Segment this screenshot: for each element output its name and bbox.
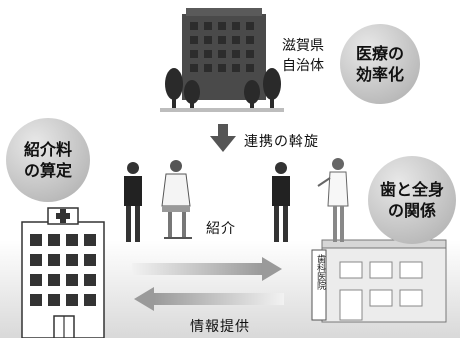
referral-fee-bubble: 紹介料 の算定 <box>6 118 90 202</box>
down-arrow-icon <box>210 124 236 152</box>
teeth-body-bubble: 歯と全身 の関係 <box>368 156 456 244</box>
referral-arrow-icon <box>132 257 282 281</box>
coordination-label: 連携の斡旋 <box>244 134 319 150</box>
patient-figure-right <box>272 162 290 242</box>
government-label-line2: 自治体 <box>282 58 324 74</box>
referral-fee-bubble-line1: 紹介料 <box>23 140 72 159</box>
info-provision-arrow-icon <box>134 287 284 311</box>
government-label-line1: 滋賀県 <box>282 38 324 54</box>
referral-fee-bubble-line2: の算定 <box>23 161 72 180</box>
efficiency-bubble-line2: 効率化 <box>355 65 404 84</box>
efficiency-bubble-line1: 医療の <box>355 44 404 63</box>
dental-staff-figure <box>317 158 349 242</box>
referral-label: 紹介 <box>206 221 236 237</box>
teeth-body-bubble-line1: 歯と全身 <box>379 180 444 199</box>
hospital-building <box>21 207 105 338</box>
government-building <box>160 8 284 112</box>
clinic-sign: 歯科医院 <box>315 254 325 290</box>
government-label: 滋賀県 自治体 <box>282 36 324 76</box>
info-provision-label: 情報提供 <box>190 319 250 335</box>
teeth-body-bubble-line2: の関係 <box>387 201 436 220</box>
dental-clinic-building <box>311 239 447 323</box>
patient-figure-left <box>124 162 142 242</box>
doctor-figure <box>161 160 192 239</box>
efficiency-bubble: 医療の 効率化 <box>340 24 420 104</box>
